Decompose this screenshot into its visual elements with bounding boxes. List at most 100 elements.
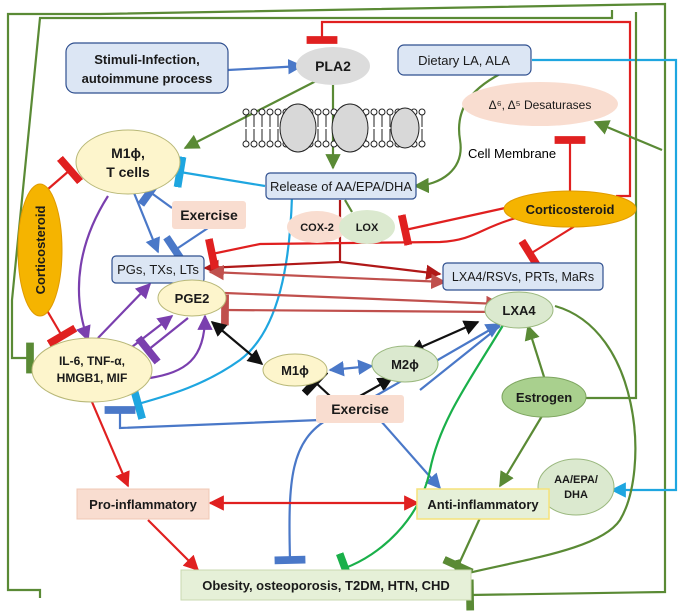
- lipid-head: [386, 108, 394, 116]
- edge-exercise-m2: [359, 377, 394, 397]
- estrogen-label: Estrogen: [516, 390, 572, 405]
- desaturases-label: Δ⁶, Δ⁵ Desaturases: [489, 98, 592, 112]
- pro-inflammatory-box: Pro-inflammatory: [76, 488, 210, 520]
- release-box: Release of AA/EPA/DHA: [265, 172, 417, 200]
- edge-release-m1tcells: [173, 156, 266, 188]
- cox2-label: COX-2: [300, 222, 334, 234]
- dietary-label: Dietary LA, ALA: [418, 53, 510, 68]
- cell-membrane-graphic: [242, 103, 426, 153]
- m2-oval: M2ϕ: [371, 345, 439, 383]
- edge-pro-obesity: [147, 519, 200, 572]
- release-label: Release of AA/EPA/DHA: [270, 179, 412, 194]
- edge-estrogen-lxa4: [524, 324, 547, 381]
- corticosteroid-right-oval: Corticosteroid: [503, 190, 637, 228]
- lipid-head: [242, 140, 250, 148]
- edge-stimuli-pla2: [227, 59, 304, 75]
- exercise-mid-box: Exercise: [316, 395, 404, 423]
- lipid-head: [250, 140, 258, 148]
- edge-exercise-m1: [301, 368, 331, 397]
- anti-inflammatory-box: Anti-inflammatory: [416, 488, 550, 520]
- aa-epa-dha-line2: DHA: [564, 489, 588, 501]
- m1-label: M1ϕ: [281, 363, 309, 378]
- lox-oval: LOX: [339, 210, 395, 244]
- edge-pge2-m1: [210, 321, 264, 365]
- lipid-head: [274, 140, 282, 148]
- edge-pgs-cytokines: [97, 282, 152, 339]
- edge-green-top-to-cytokines: [10, 10, 614, 374]
- obesity-box: Obesity, osteoporosis, T2DM, HTN, CHD: [180, 569, 472, 601]
- membrane-protein-2: [331, 103, 369, 153]
- lipid-head: [418, 108, 426, 116]
- pgs-box: PGs, TXs, LTs: [111, 255, 205, 284]
- lipid-head: [266, 108, 274, 116]
- pge2-label: PGE2: [175, 291, 210, 306]
- edge-exercise-m1tcells: [137, 177, 173, 209]
- edge-outer-green-loop: [6, 2, 667, 611]
- cytokines-line2: HMGB1, MIF: [57, 371, 128, 385]
- pgs-label: PGs, TXs, LTs: [117, 262, 199, 277]
- edge-corticosteroid-cox2: [397, 206, 506, 246]
- edge-exercise-pgs: [163, 227, 209, 265]
- edge-lxa4-obesity-brightgreen: [336, 321, 506, 584]
- lipid-head: [322, 140, 330, 148]
- lxa4-oval: LXA4: [484, 291, 554, 329]
- edge-pgs-lxa4rsvs-brown: [208, 264, 447, 290]
- cytokines-oval: IL-6, TNF-α, HMGB1, MIF: [31, 337, 153, 403]
- lipid-head: [266, 140, 274, 148]
- edge-exercise-cytokines: [104, 406, 321, 430]
- cytokines-line1: IL-6, TNF-α,: [59, 354, 125, 368]
- lipid-head: [314, 108, 322, 116]
- pla2-oval: PLA2: [296, 47, 370, 85]
- desaturases-oval: Δ⁶, Δ⁵ Desaturases: [462, 82, 618, 126]
- edge-exercise-antiinflammatory: [379, 419, 442, 490]
- corticosteroid-left-oval: Corticosteroid: [17, 183, 63, 317]
- edge-lxa4-obesity-green: [452, 304, 637, 591]
- corticosteroid-right-label: Corticosteroid: [526, 202, 615, 217]
- edge-m1-m2: [328, 359, 374, 377]
- lipid-head: [386, 140, 394, 148]
- lipid-head: [258, 140, 266, 148]
- lipid-head: [242, 108, 250, 116]
- edge-corticosteroid-pgs: [205, 216, 517, 270]
- edge-green-desaturases: [593, 120, 663, 152]
- aa-epa-dha-oval: AA/EPA/ DHA: [537, 458, 615, 516]
- stimuli-line2: autoimmune process: [82, 71, 213, 86]
- edge-cytokines-pge2: [127, 315, 174, 351]
- obesity-label: Obesity, osteoporosis, T2DM, HTN, CHD: [202, 578, 450, 593]
- pro-inflammatory-label: Pro-inflammatory: [89, 497, 197, 512]
- pla2-label: PLA2: [315, 58, 351, 74]
- edge-anti-obesity: [442, 517, 481, 576]
- edge-estrogen-cytokines: [580, 12, 638, 400]
- m1-tcells-line1: M1ϕ,: [111, 145, 145, 161]
- lipid-head: [322, 108, 330, 116]
- exercise-top-box: Exercise: [172, 201, 246, 229]
- lipid-head: [418, 140, 426, 148]
- m2-label: M2ϕ: [391, 357, 419, 372]
- edge-m1tcells-cytokines: [76, 195, 109, 342]
- edge-exercise-obesity: [274, 417, 331, 565]
- stimuli-box: Stimuli-Infection, autoimmune process: [65, 42, 229, 94]
- corticosteroid-left-label: Corticosteroid: [33, 206, 48, 295]
- edge-release-lxa4rsvs: [339, 260, 442, 280]
- dietary-box: Dietary LA, ALA: [397, 44, 532, 76]
- membrane-protein-3: [390, 107, 420, 149]
- aa-epa-dha-line1: AA/EPA/: [554, 474, 598, 486]
- lipid-head: [250, 108, 258, 116]
- edge-pge2-cytokines: [135, 317, 189, 365]
- edge-pge2-loop: [149, 314, 213, 380]
- edge-dietary-aaepadha: [532, 58, 678, 498]
- cox2-oval: COX-2: [287, 211, 347, 243]
- estrogen-oval: Estrogen: [501, 376, 587, 418]
- lipid-head: [378, 108, 386, 116]
- m1-tcells-line2: T cells: [106, 164, 150, 180]
- edge-pge2-lxa4-brown: [224, 291, 502, 312]
- edge-corticosteroid-pla2: [306, 20, 632, 198]
- lipid-head: [274, 108, 282, 116]
- stimuli-line1: Stimuli-Infection,: [94, 52, 199, 67]
- anti-inflammatory-label: Anti-inflammatory: [427, 497, 539, 512]
- membrane-protein-1: [279, 103, 317, 153]
- lipid-head: [258, 108, 266, 116]
- edge-cytokines-proinflammatory: [90, 401, 130, 488]
- m1-oval: M1ϕ: [262, 353, 328, 387]
